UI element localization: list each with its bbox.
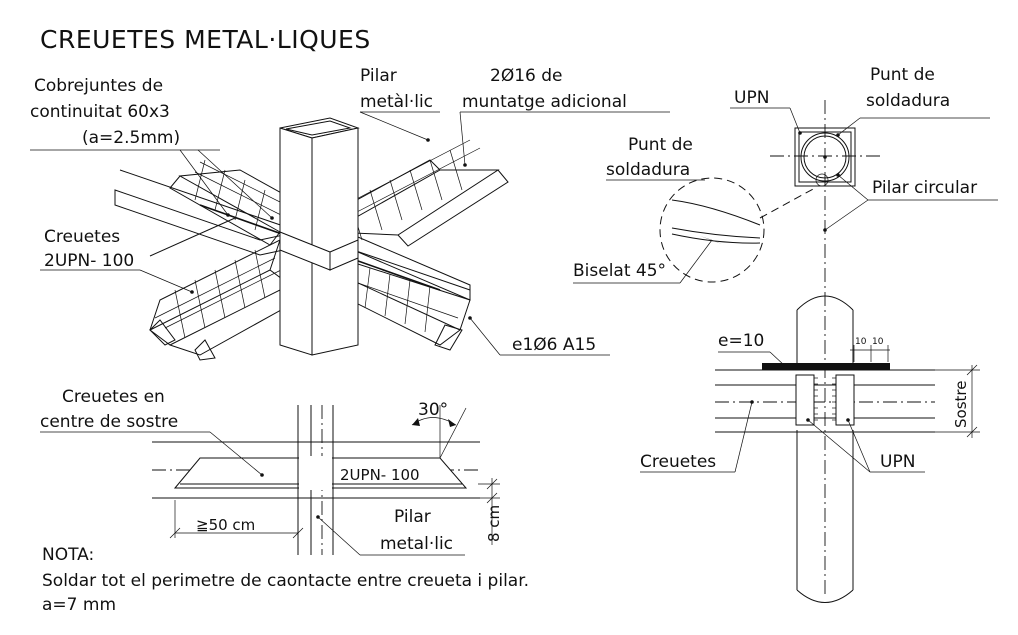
label-section-pilar-line1: Pilar xyxy=(394,507,431,527)
label-zoom-punt-line2: soldadura xyxy=(606,160,690,180)
label-section-line2: centre de sostre xyxy=(40,412,178,432)
label-angle: 30° xyxy=(418,400,448,420)
label-section-line1: Creuetes en xyxy=(62,387,165,407)
note-block: NOTA: Soldar tot el perimetre de caontac… xyxy=(42,545,529,615)
label-height: 8 cm xyxy=(485,505,503,542)
label-dim-b: 10 xyxy=(872,337,884,347)
label-pilar-circular: Pilar circular xyxy=(872,178,977,198)
label-elev-creuetes: Creuetes xyxy=(640,452,716,472)
label-section-pilar-line2: metal·lic xyxy=(380,534,453,554)
label-dim-a: 10 xyxy=(855,337,867,347)
beam-southwest-stirrups xyxy=(174,249,266,339)
isometric-view: Cobrejuntes de continuitat 60x3 (a=2.5mm… xyxy=(30,66,670,361)
label-sostre: Sostre xyxy=(952,381,970,428)
label-cobrejuntes-line3: (a=2.5mm) xyxy=(82,128,180,148)
note-line1: Soldar tot el perimetre de caontacte ent… xyxy=(42,571,529,591)
label-plan-upn: UPN xyxy=(734,88,769,108)
label-rebar: e1Ø6 A15 xyxy=(512,335,596,355)
label-muntatge-line2: muntatge adicional xyxy=(462,92,627,112)
label-creuetes-line1: Creuetes xyxy=(44,227,120,247)
weld-zoom-detail: Punt de soldadura Biselat 45° xyxy=(573,135,816,284)
square-column xyxy=(279,117,360,356)
label-plan-punt-line1: Punt de xyxy=(870,65,935,85)
beam-southwest xyxy=(149,239,291,361)
label-plate: e=10 xyxy=(718,331,764,351)
label-pilar-line1: Pilar xyxy=(360,66,397,86)
note-line2: a=7 mm xyxy=(42,595,116,615)
label-zoom-punt-line1: Punt de xyxy=(628,135,693,155)
note-heading: NOTA: xyxy=(42,545,94,565)
isometric-leaders xyxy=(30,111,670,356)
label-cobrejuntes-line2: continuitat 60x3 xyxy=(30,102,170,122)
weld-hatch xyxy=(814,377,836,421)
label-biselat: Biselat 45° xyxy=(573,261,666,281)
label-cobrejuntes-line1: Cobrejuntes de xyxy=(34,76,163,96)
label-plan-punt-line2: soldadura xyxy=(866,91,950,111)
label-pilar-line2: metàl·lic xyxy=(360,92,433,112)
label-section-profile: 2UPN- 100 xyxy=(340,466,420,484)
label-elev-upn: UPN xyxy=(880,452,915,472)
section-view: Creuetes en centre de sostre 30° 2UPN- 1… xyxy=(40,387,503,556)
label-min-length: ≧50 cm xyxy=(196,516,255,534)
elevation-view: e=10 10 10 Sostre Creuetes UPN xyxy=(640,295,980,603)
label-muntatge-line1: 2Ø16 de xyxy=(490,66,562,86)
label-creuetes-line2: 2UPN- 100 xyxy=(44,251,134,271)
detail-plan-view: UPN Punt de soldadura Pilar circular xyxy=(730,65,998,595)
drawing-title: CREUETES METAL·LIQUES xyxy=(40,25,371,54)
